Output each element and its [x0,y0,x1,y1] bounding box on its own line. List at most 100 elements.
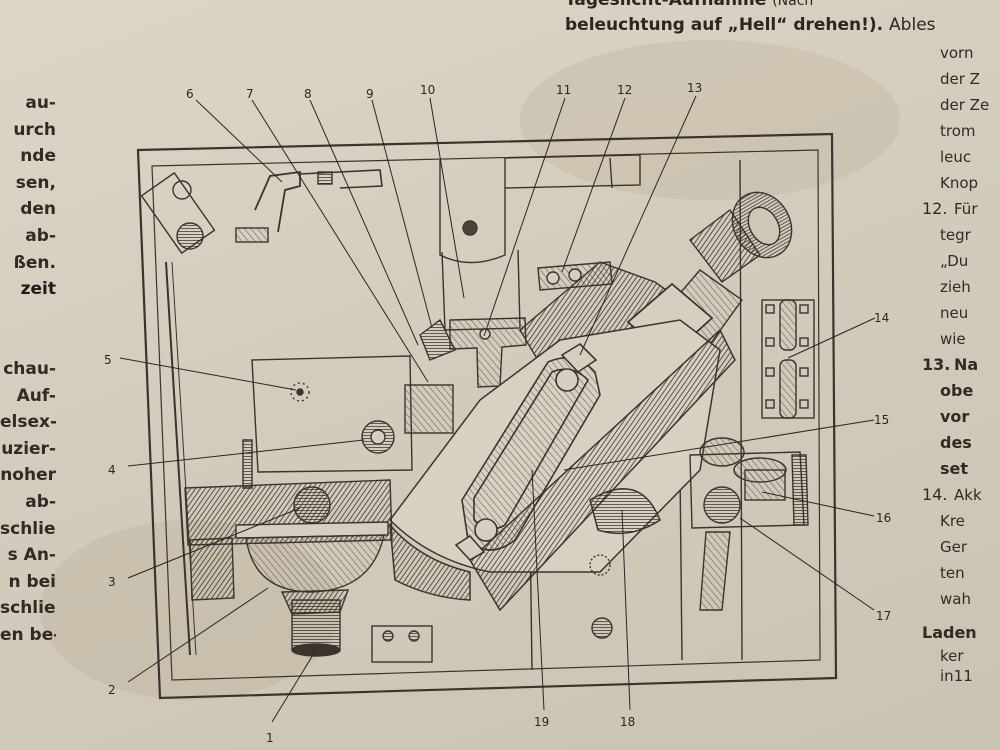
right-text-content: Für [954,200,978,218]
left-text-line: noher [0,465,56,486]
right-text-content: set [940,459,969,478]
right-text-line: vor [922,404,1000,430]
right-text-content: wah [940,590,971,608]
right-text-content: trom [940,122,976,140]
right-text-line: 13.Na [922,352,1000,378]
right-text-line: „Du [922,248,1000,274]
left-text-line: urch [13,119,56,140]
right-text-line: der Ze [922,92,1000,118]
disc-shadow [389,522,471,601]
right-text-content: ten [940,564,965,582]
bottom-screw [591,617,613,639]
label-17: 17 [876,609,891,623]
right-text-line: vorn [922,40,1000,66]
header-line-2: beleuchtung auf „Hell“ drehen!). Ables [565,15,936,35]
part-6-trigger [254,170,301,233]
part-1-objective [291,599,341,651]
label-14: 14 [874,311,889,325]
right-text-content: leuc [940,148,972,166]
right-text-content: „Du [940,252,969,270]
left-text-line: Auf- [16,385,56,406]
spring-wheel [176,222,204,250]
spring-coil [235,227,269,243]
right-text-content: Kre [940,512,965,530]
right-text-content: vorn [940,44,974,62]
left-text-line: nde [20,146,56,167]
left-text-line: au- [25,93,56,113]
left-text-line: ab- [25,491,56,512]
right-text-line: Knop [922,170,1000,196]
header-line-2-main: beleuchtung auf „Hell“ drehen!). [565,15,884,35]
label-13: 13 [687,81,702,95]
left-text-line: elsex- [0,412,56,433]
right-text-line: neu [922,300,1000,326]
right-text-number: 13. [922,355,951,374]
right-text-line: tegr [922,222,1000,248]
side-bracket [404,384,454,434]
header-line-1-light: (Nach [772,0,814,9]
right-bottom-heading: Laden [922,623,977,642]
header-line-1-bold: Tageslicht-Aufnahme [565,0,767,10]
right-text-content: der Z [940,70,980,88]
left-text-line: n bei [8,571,56,592]
part-17-cell [703,486,741,524]
part-10-screw [462,220,478,236]
lens-side-block [189,537,235,601]
dotted-hole [589,554,611,576]
left-text-line: chau- [3,358,56,379]
label-11: 11 [556,83,571,97]
label-18: 18 [620,715,635,729]
right-text-content: tegr [940,226,971,244]
left-text-line: uzier- [1,438,56,459]
label-5: 5 [104,353,112,367]
battery-box [371,625,433,663]
label-16: 16 [876,511,891,525]
left-text-line: ßen. [13,252,56,273]
left-text-line: schlie- [0,518,56,539]
label-8: 8 [304,87,312,101]
right-text-content: vor [940,407,970,426]
label-12: 12 [617,83,632,97]
label-9: 9 [366,87,374,101]
right-text-line: leuc [922,144,1000,170]
right-text-number: 12. [922,199,948,218]
carrier-bottom-screw [474,518,498,542]
right-text-line: der Z [922,66,1000,92]
right-text-line: Kre [922,508,1000,534]
left-rod [165,261,191,656]
label-19: 19 [534,715,549,729]
right-text-content: Na [954,355,979,374]
header-line-2-after: Ables [889,15,936,35]
right-text-line: zieh [922,274,1000,300]
right-text-line: wie [922,326,1000,352]
label-2: 2 [108,683,116,697]
right-bottom-line: ker [940,647,964,665]
right-text-line: ten [922,560,1000,586]
housing-outer [136,132,838,700]
right-text-content: des [940,433,972,452]
part-18-arm [469,328,736,612]
right-text-content: neu [940,304,969,322]
left-text-line: en be- [0,624,56,645]
carrier-top-screw [555,368,579,392]
left-text-line: zeit [20,279,56,300]
right-text-line: wah [922,586,1000,612]
right-text-content: obe [940,381,974,400]
right-text-number: 14. [922,485,948,504]
left-text-line: s An- [7,545,56,566]
right-text-content: zieh [940,278,971,296]
label-10: 10 [420,83,435,97]
paper-stain [520,40,900,200]
right-text-content: der Ze [940,96,990,114]
center-plate [251,355,413,473]
right-text-content: wie [940,330,966,348]
label-1: 1 [266,731,274,745]
right-text-line: set [922,456,1000,482]
right-text-content: Knop [940,174,979,192]
part-5-pin [296,388,304,396]
right-text-line: Ger [922,534,1000,560]
